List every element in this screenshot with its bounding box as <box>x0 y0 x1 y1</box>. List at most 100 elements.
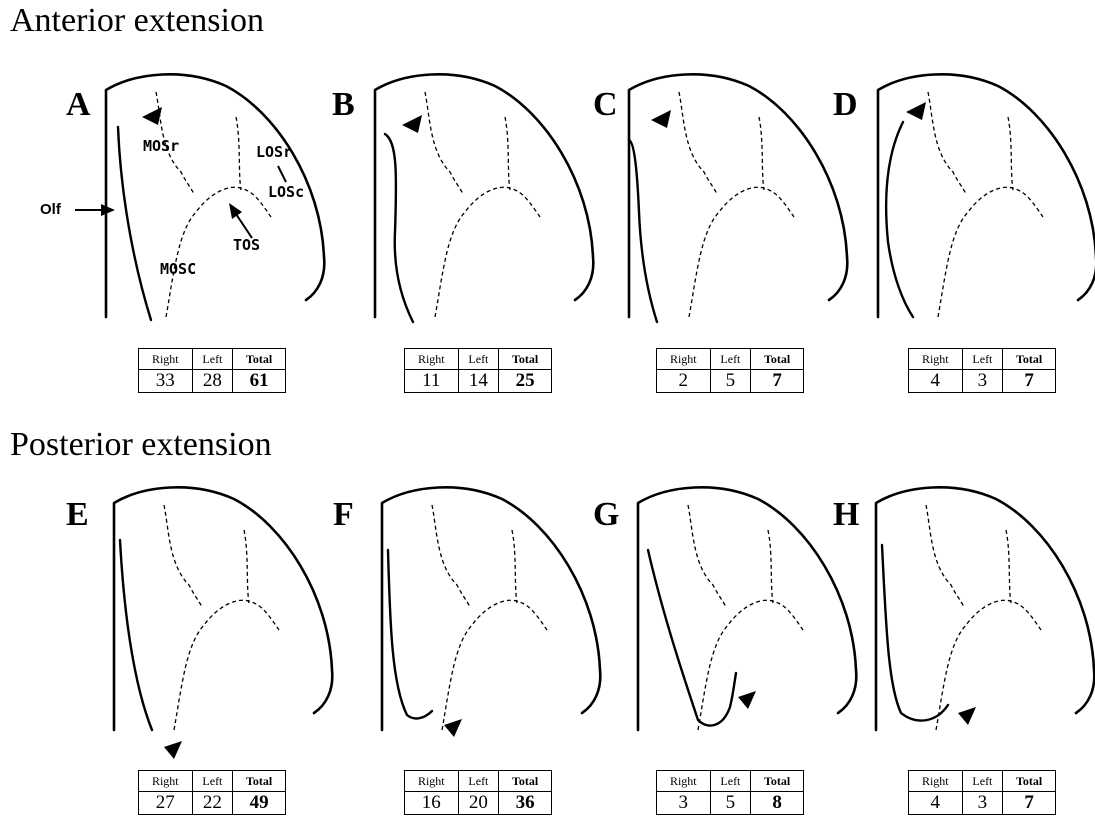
hemisphere-outline <box>112 486 334 732</box>
count-right: 33 <box>138 369 193 393</box>
header-total: Total <box>498 770 552 792</box>
header-right: Right <box>908 348 963 370</box>
count-left: 28 <box>191 369 234 393</box>
header-right: Right <box>138 348 193 370</box>
count-left: 5 <box>709 791 752 815</box>
header-total: Total <box>1002 770 1056 792</box>
solid-sulcus <box>383 132 415 324</box>
header-left: Left <box>191 348 234 370</box>
header-total: Total <box>750 348 804 370</box>
header-right: Right <box>656 770 711 792</box>
hemisphere-c <box>627 73 849 324</box>
header-left: Left <box>709 348 752 370</box>
header-right: Right <box>404 348 459 370</box>
dashed-sulcus <box>243 529 250 604</box>
count-left: 14 <box>457 369 500 393</box>
dashed-sulcus <box>925 504 965 608</box>
tos-arrow-line <box>235 213 253 239</box>
hemisphere-outline <box>636 486 858 732</box>
header-right: Right <box>908 770 963 792</box>
solid-sulcus <box>116 125 153 322</box>
count-total: 8 <box>750 791 804 815</box>
count-total: 49 <box>232 791 286 815</box>
section-title-posterior: Posterior extension <box>10 426 272 463</box>
hemisphere-outline <box>874 486 1095 732</box>
hemisphere-h <box>874 486 1095 732</box>
header-left: Left <box>709 770 752 792</box>
solid-sulcus <box>884 120 915 319</box>
solid-sulcus <box>386 548 434 720</box>
dashed-sulcus <box>434 186 541 318</box>
count-left: 20 <box>457 791 500 815</box>
dashed-sulcus <box>758 116 765 191</box>
hemisphere-outline <box>627 73 849 319</box>
hemisphere-g <box>636 486 858 732</box>
panel-letter-c: C <box>593 86 618 123</box>
count-left: 3 <box>961 369 1004 393</box>
dashed-sulcus <box>511 529 518 604</box>
header-total: Total <box>750 770 804 792</box>
count-right: 4 <box>908 369 963 393</box>
count-total: 7 <box>1002 791 1056 815</box>
dashed-sulcus <box>173 599 280 731</box>
header-total: Total <box>232 348 286 370</box>
count-total: 25 <box>498 369 552 393</box>
arrowhead-icon <box>444 719 462 737</box>
dashed-sulcus <box>937 186 1044 318</box>
dashed-sulcus <box>678 91 718 195</box>
count-right: 3 <box>656 791 711 815</box>
count-total: 61 <box>232 369 286 393</box>
label-losr: LOSr <box>256 143 293 161</box>
tos-arrowhead-icon <box>229 203 242 219</box>
olf-arrowhead-icon <box>101 204 115 216</box>
header-right: Right <box>138 770 193 792</box>
count-left: 3 <box>961 791 1004 815</box>
count-left: 5 <box>709 369 752 393</box>
dashed-sulcus <box>927 91 967 195</box>
dashed-sulcus <box>687 504 727 608</box>
solid-sulcus <box>627 138 659 324</box>
panel-letter-b: B <box>332 86 355 123</box>
header-left: Left <box>961 770 1004 792</box>
hemisphere-f <box>380 486 602 737</box>
hemisphere-outline <box>373 73 595 319</box>
header-left: Left <box>457 348 500 370</box>
panel-letter-g: G <box>593 496 620 533</box>
count-left: 22 <box>191 791 234 815</box>
count-right: 2 <box>656 369 711 393</box>
arrowhead-icon <box>142 107 162 125</box>
label-olf: Olf <box>40 201 61 218</box>
count-total: 7 <box>750 369 804 393</box>
header-left: Left <box>191 770 234 792</box>
hemisphere-outline <box>876 73 1095 319</box>
dashed-sulcus <box>504 116 511 191</box>
dashed-sulcus <box>1007 116 1014 191</box>
arrowhead-icon <box>164 741 182 759</box>
panel-letter-e: E <box>66 496 89 533</box>
count-right: 11 <box>404 369 459 393</box>
hemisphere-a <box>104 73 326 322</box>
header-right: Right <box>656 348 711 370</box>
label-losc: LOSc <box>268 183 305 201</box>
count-total: 36 <box>498 791 552 815</box>
count-right: 16 <box>404 791 459 815</box>
arrowhead-icon <box>906 102 926 120</box>
dashed-sulcus <box>165 186 272 318</box>
panel-letter-d: D <box>833 86 858 123</box>
panel-a-annotations <box>75 165 287 239</box>
dashed-sulcus <box>767 529 774 604</box>
dashed-sulcus <box>441 599 548 731</box>
solid-sulcus <box>646 548 738 727</box>
header-total: Total <box>498 348 552 370</box>
label-mosr: MOSr <box>143 137 180 155</box>
label-mosc: MOSC <box>160 260 197 278</box>
dashed-sulcus <box>235 116 242 191</box>
